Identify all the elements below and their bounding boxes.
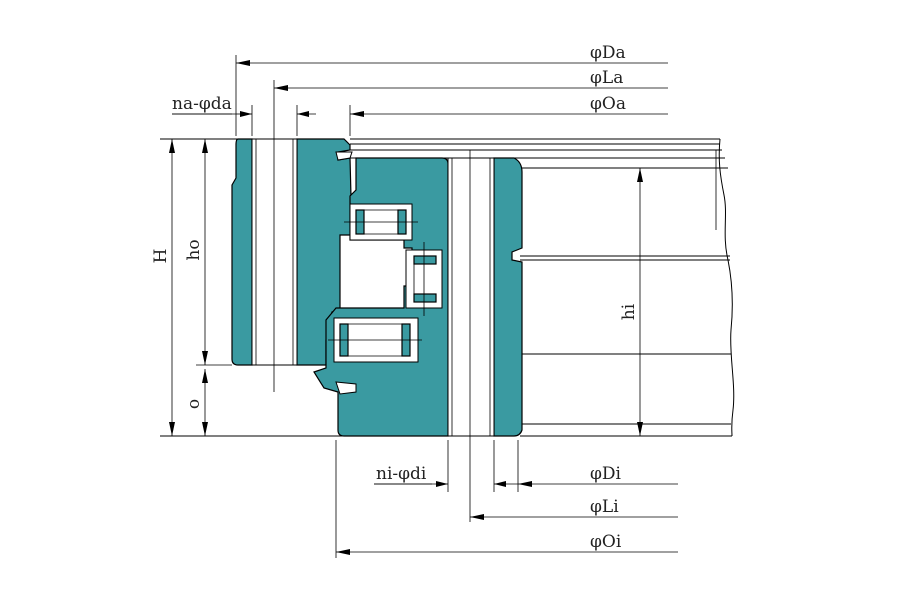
seal-top	[335, 151, 353, 161]
middle-roller	[405, 242, 443, 316]
label-La: φLa	[590, 68, 623, 88]
label-Da: φDa	[590, 43, 626, 63]
label-hi: hi	[619, 303, 639, 320]
outer-ring	[231, 138, 253, 366]
mounting-hole-inner	[447, 157, 495, 437]
upper-roller	[344, 203, 418, 241]
label-Oa: φOa	[590, 94, 626, 114]
inner-ring-right	[493, 157, 523, 437]
left-dimensions	[169, 139, 232, 436]
mounting-hole-outer	[251, 138, 298, 366]
housing-lines	[160, 138, 735, 437]
right-dimension	[637, 168, 643, 436]
label-Oi: φOi	[590, 532, 622, 552]
label-Li: φLi	[590, 497, 619, 517]
label-Di: φDi	[590, 464, 622, 484]
label-ho: ho	[184, 239, 204, 260]
lower-roller	[328, 317, 422, 363]
label-o: o	[184, 399, 204, 409]
label-na-da: na-φda	[172, 94, 232, 114]
label-ni-di: ni-φdi	[376, 464, 427, 484]
label-H: H	[151, 249, 171, 264]
seal-lip	[335, 381, 357, 395]
